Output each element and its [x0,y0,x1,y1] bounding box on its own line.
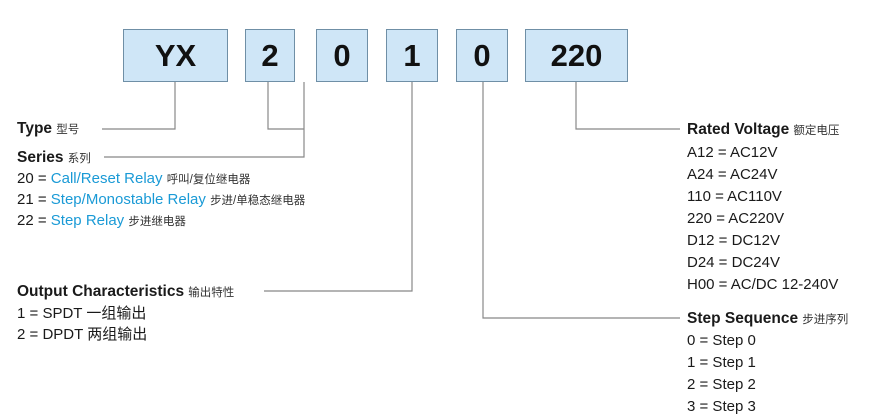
connector-type [102,82,176,130]
series-item-label-cn: 步进/单稳态继电器 [210,195,306,207]
type-title-cn: 型号 [56,124,80,136]
voltage-item: H00 = AC/DC 12-240V [687,276,839,293]
output-item-code: 1 = [17,305,39,322]
series-item-label: Step/Monostable Relay [50,191,206,208]
code-box-series-digit-2: 0 [316,29,368,82]
step-item: 3 = Step 3 [687,398,756,415]
code-box-voltage: 220 [525,29,628,82]
output-item-label: DPDT [42,326,84,343]
code-box-series-digit-1: 2 [245,29,295,82]
voltage-item: 220 = AC220V [687,210,785,227]
step-item: 2 = Step 2 [687,376,756,393]
code-box-step: 0 [456,29,508,82]
voltage-item: A12 = AC12V [687,144,778,161]
connector-step [482,82,680,319]
series-item-label: Step Relay [50,212,125,229]
code-box-output: 1 [386,29,438,82]
voltage-item: D12 = DC12V [687,232,780,249]
series-item-code: 20 = [17,170,47,187]
voltage-title: Rated Voltage [687,121,790,138]
series-item: 21 = Step/Monostable Relay 步进/单稳态继电器 [17,189,305,212]
step-title-cn: 步进序列 [802,314,849,326]
voltage-item: 110 = AC110V [687,188,782,205]
connector-series [104,82,305,158]
connector-voltage [575,82,680,130]
type-heading: Type 型号 [17,118,79,141]
series-item-label-cn: 呼叫/复位继电器 [166,174,251,186]
series-item-code: 22 = [17,212,47,229]
output-heading: Output Characteristics 输出特性 [17,281,234,304]
series-heading: Series 系列 [17,147,91,170]
output-item-label-cn: 两组输出 [87,326,148,343]
series-item: 20 = Call/Reset Relay 呼叫/复位继电器 [17,168,250,191]
series-item-code: 21 = [17,191,47,208]
step-title: Step Sequence [687,310,799,327]
type-title: Type [17,120,53,137]
voltage-title-cn: 额定电压 [793,125,840,137]
series-title: Series [17,149,64,166]
output-title-cn: 输出特性 [188,287,235,299]
code-box-type: YX [123,29,228,82]
output-item: 1 = SPDT 一组输出 [17,303,146,325]
voltage-item: A24 = AC24V [687,166,778,183]
output-title: Output Characteristics [17,283,185,300]
step-item: 0 = Step 0 [687,332,756,349]
output-item-code: 2 = [17,326,39,343]
output-item: 2 = DPDT 两组输出 [17,324,147,346]
step-heading: Step Sequence 步进序列 [687,308,848,331]
output-item-label-cn: 一组输出 [86,305,147,322]
step-item: 1 = Step 1 [687,354,756,371]
series-item-label-cn: 步进继电器 [128,216,186,228]
connector-output [264,82,413,292]
series-item-label: Call/Reset Relay [50,170,163,187]
output-item-label: SPDT [42,305,83,322]
series-item: 22 = Step Relay 步进继电器 [17,210,186,233]
voltage-item: D24 = DC24V [687,254,780,271]
series-title-cn: 系列 [67,153,91,165]
voltage-heading: Rated Voltage 额定电压 [687,119,839,142]
connector-series-branch [267,82,304,130]
